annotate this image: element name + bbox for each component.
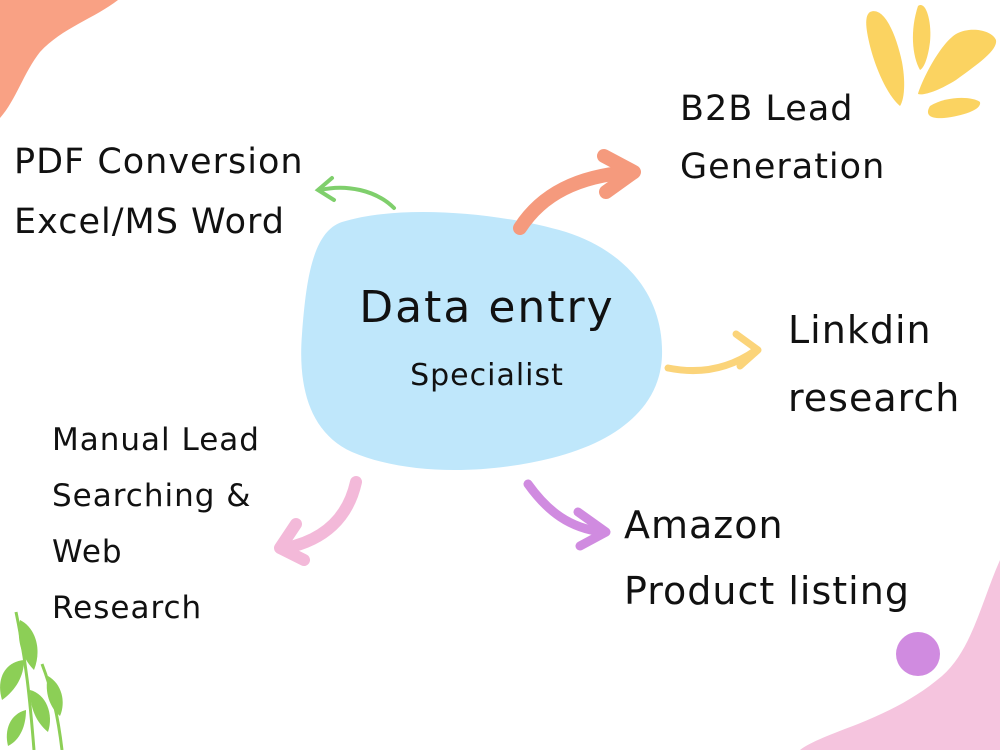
arrow-to-pdf [314, 176, 396, 210]
coral-blob-decoration [0, 0, 118, 118]
leaves-decoration [0, 611, 64, 750]
branch-label-line: Product listing [624, 569, 910, 613]
branch-label-line: Research [52, 590, 203, 626]
arrow-to-amazon [523, 479, 611, 551]
branch-label-line: Manual Lead [52, 422, 260, 458]
center-subtitle: Specialist [410, 358, 564, 393]
branch-label-line: Amazon [624, 503, 784, 547]
yellow-splash-decoration [866, 4, 997, 119]
branch-label-line: Generation [680, 147, 886, 187]
arrow-to-b2b [513, 149, 641, 235]
branch-amazon-product-listing: Amazon Product listing [624, 492, 910, 624]
branch-label-line: Web [52, 534, 123, 570]
branch-manual-lead-searching: Manual Lead Searching & Web Research [52, 412, 260, 636]
branch-label-line: Searching & [52, 478, 252, 514]
branch-label-line: research [788, 376, 961, 420]
branch-b2b-lead-generation: B2B Lead Generation [680, 80, 885, 196]
arrow-to-manual [274, 476, 362, 566]
pink-blob-decoration [800, 560, 1000, 750]
branch-label-line: Linkdin [788, 308, 932, 352]
branch-label-line: B2B Lead [680, 89, 854, 129]
branch-linkdin-research: Linkdin research [788, 296, 960, 432]
branch-label-line: Excel/MS Word [14, 202, 286, 242]
center-title: Data entry [359, 282, 615, 333]
purple-dot-decoration [896, 632, 940, 676]
branch-pdf-conversion: PDF Conversion Excel/MS Word [14, 132, 304, 252]
center-blob [301, 211, 663, 471]
branch-label-line: PDF Conversion [14, 142, 304, 182]
arrow-to-linkdin [664, 330, 762, 375]
